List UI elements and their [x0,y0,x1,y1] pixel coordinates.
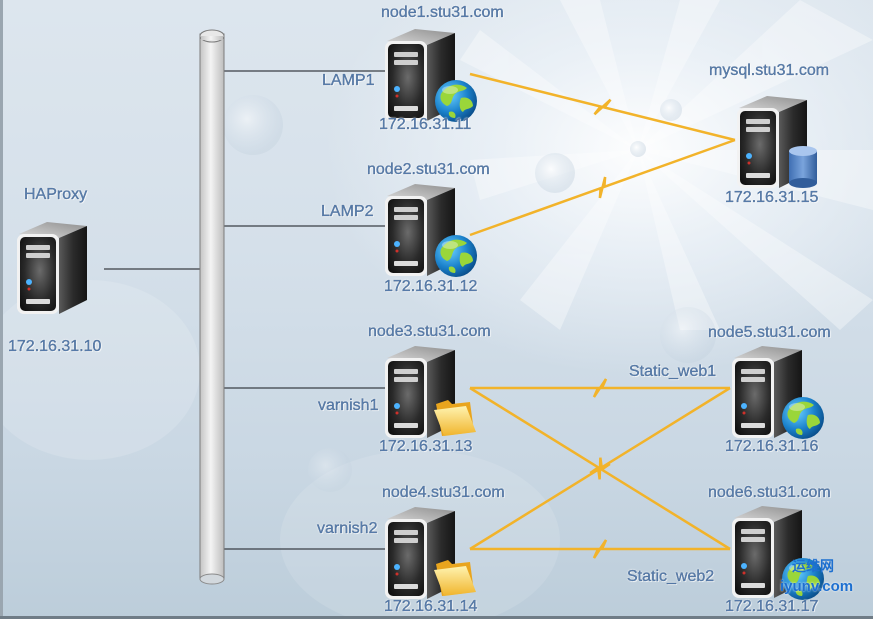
node5-hostname: node5.stu31.com [708,324,831,341]
mysql-ip: 172.16.31.15 [725,189,819,206]
node6-role: Static_web2 [627,568,715,585]
node2-role: LAMP2 [321,203,374,220]
globe-icon [433,233,479,279]
lightning-link-node1-mysql [469,72,736,142]
lightning-link-node4-node6 [470,539,730,559]
mysql-hostname: mysql.stu31.com [709,62,830,79]
database-icon [788,145,818,189]
node4-ip: 172.16.31.14 [384,598,478,615]
lightning-link-node2-mysql [469,138,736,237]
node3-role: varnish1 [318,397,379,414]
node4-role: varnish2 [317,520,378,537]
node2-ip: 172.16.31.12 [384,278,478,295]
node1-hostname: node1.stu31.com [381,4,504,21]
frame-left-edge [0,0,3,619]
node5-role: Static_web1 [629,363,717,380]
node6-hostname: node6.stu31.com [708,484,831,501]
haproxy-label: HAProxy [24,186,88,203]
node1-ip: 172.16.31.11 [379,116,472,133]
watermark-cn: 运维网 [792,558,834,574]
bus-connectors [104,70,385,550]
watermark-url: iyunv.com [780,578,854,595]
lightning-link-node3-node5 [470,378,730,398]
frame-bottom-edge [0,616,873,619]
folder-icon [432,396,478,438]
lightning-link-node4-node5 [469,386,731,551]
network-bus-icon [199,29,225,585]
node5-ip: 172.16.31.16 [725,438,819,455]
server-icon[interactable] [15,218,89,316]
haproxy-ip: 172.16.31.10 [8,338,102,355]
node3-ip: 172.16.31.13 [379,438,473,455]
node6-ip: 172.16.31.17 [725,598,819,615]
globe-icon [780,395,826,441]
node4-hostname: node4.stu31.com [382,484,505,501]
node3-hostname: node3.stu31.com [368,323,491,340]
node2-hostname: node2.stu31.com [367,161,490,178]
node1-role: LAMP1 [322,72,375,89]
folder-icon [432,556,478,598]
